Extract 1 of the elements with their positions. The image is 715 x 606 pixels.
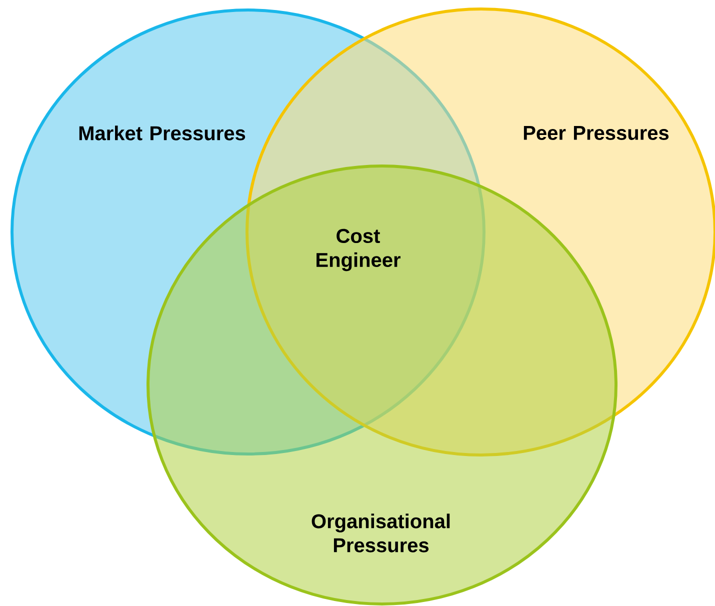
center-label: Cost Engineer (316, 228, 400, 272)
